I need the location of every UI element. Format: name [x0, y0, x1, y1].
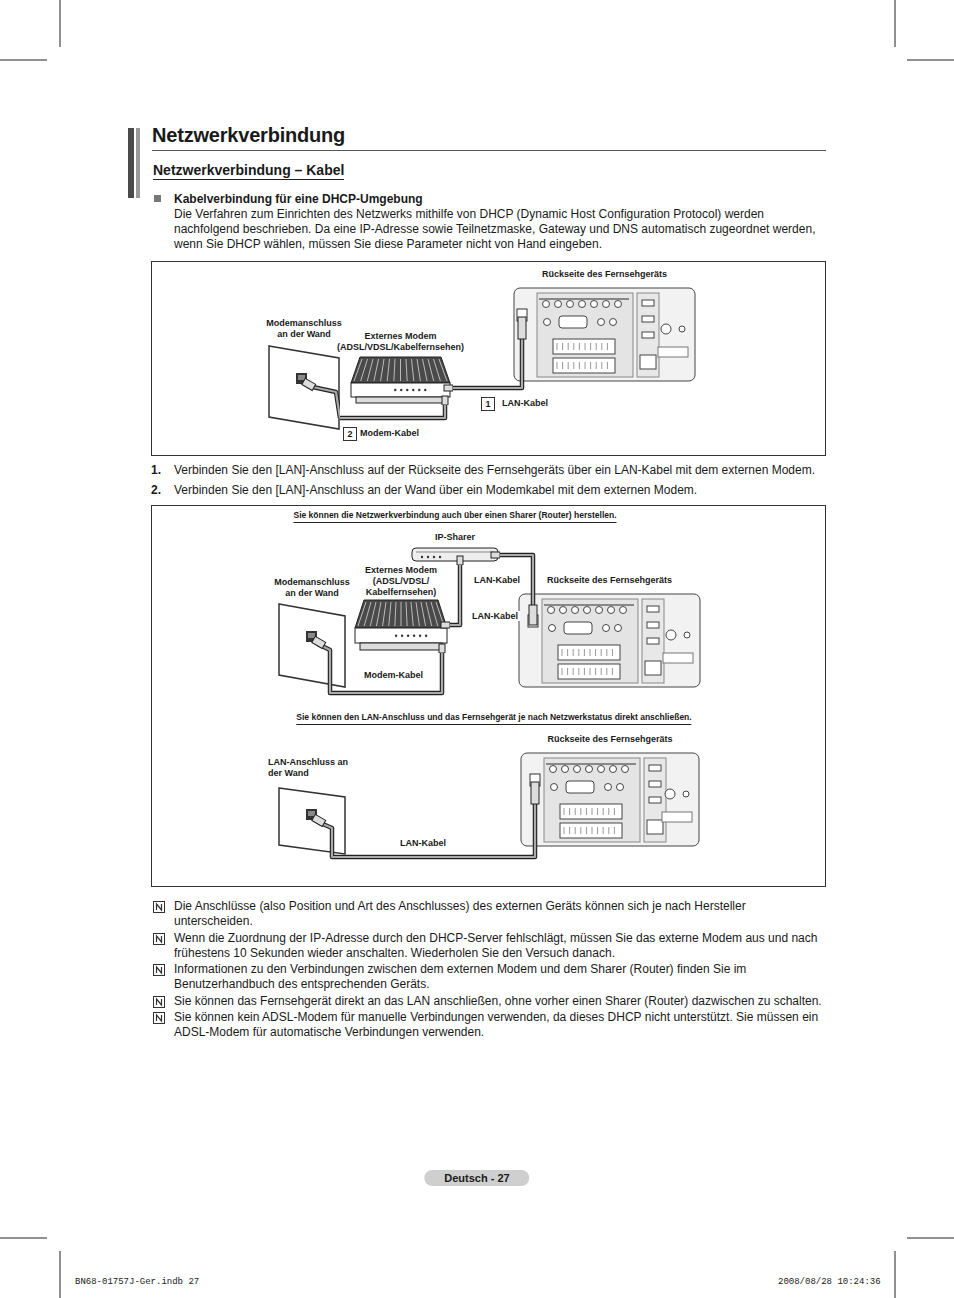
cable-label: LAN-Kabel: [398, 838, 448, 848]
side-bar: [128, 128, 134, 198]
note-icon: [153, 964, 165, 976]
external-modem: Externes Modem (ADSL/VDSL/ Kabelfernsehe…: [352, 598, 450, 653]
cable-label: Modem-Kabel: [362, 670, 425, 680]
wall-socket-drawing: [278, 603, 346, 688]
note-row: Wenn die Zuordnung der IP-Adresse durch …: [153, 931, 825, 961]
device-label: Externes Modem (ADSL/VDSL/ Kabelfernsehe…: [358, 565, 444, 598]
tv-rear-panel: Rückseite des Fernsehgeräts: [518, 593, 701, 688]
cable-connector: [330, 653, 442, 693]
cable-connector: [340, 405, 445, 418]
diagram-frame: [152, 262, 826, 456]
note-text: Sie können das Fernsehgerät direkt an da…: [174, 994, 824, 1009]
body-text: Die Verfahren zum Einrichten des Netzwer…: [174, 207, 824, 252]
cable-label: LAN-Kabel: [470, 611, 520, 621]
note-icon: [153, 933, 165, 945]
note-row: Sie können das Fernsehgerät direkt an da…: [153, 994, 825, 1009]
device-label: Modemanschluss an der Wand: [263, 318, 345, 340]
subsection-heading: Kabelverbindung für eine DHCP-Umgebung: [174, 192, 423, 207]
step-text: Verbinden Sie den [LAN]-Anschluss auf de…: [174, 463, 824, 478]
device-label: Modemanschluss an der Wand: [271, 577, 353, 599]
cable-connector: [453, 382, 522, 388]
note-text: Informationen zu den Verbindungen zwisch…: [174, 962, 824, 992]
note-row: Die Anschlüsse (also Position und Art de…: [153, 899, 825, 929]
tv-rear-panel: Rückseite des Fernsehgeräts: [513, 287, 696, 382]
step-number: 2.: [151, 483, 161, 498]
external-modem-drawing: [348, 355, 453, 405]
note-row: Informationen zu den Verbindungen zwisch…: [153, 962, 825, 992]
bullet-square: [154, 195, 161, 202]
note-text: Wenn die Zuordnung der IP-Adresse durch …: [174, 931, 824, 961]
wall-socket-drawing: [268, 345, 340, 430]
cable-connector: [500, 555, 533, 593]
note-text: Sie können kein ADSL-Modem für manuelle …: [174, 1010, 824, 1040]
device-label: IP-Sharer: [415, 532, 495, 543]
print-info: BN68-01757J-Ger.indb 27: [75, 1277, 199, 1287]
cable-label: LAN-Kabel: [500, 398, 550, 408]
callout-number: 2: [343, 427, 357, 441]
external-modem-drawing: [352, 598, 450, 653]
diagram-heading: Sie können den LAN-Anschluss und das Fer…: [296, 712, 691, 725]
device-label: LAN-Anschluss an der Wand: [268, 757, 363, 779]
wall-socket: Modemanschluss an der Wand: [278, 603, 346, 688]
device-label: Rückseite des Fernsehgeräts: [525, 734, 695, 745]
tv-rear-panel-drawing: [520, 752, 700, 847]
ip-sharer-drawing: [410, 545, 500, 565]
device-label: Externes Modem (ADSL/VDSL/Kabelfernsehen…: [316, 331, 486, 353]
diagram-heading: Sie können die Netzwerkverbindung auch ü…: [293, 510, 616, 523]
ip-sharer: IP-Sharer: [410, 545, 500, 565]
note-row: Sie können kein ADSL-Modem für manuelle …: [153, 1010, 825, 1040]
wall-socket: Modemanschluss an der Wand: [268, 345, 340, 430]
callout-number: 1: [481, 397, 495, 411]
wall-socket-drawing: [278, 787, 346, 855]
device-label: Rückseite des Fernsehgeräts: [520, 269, 690, 280]
notes-list: Die Anschlüsse (also Position und Art de…: [153, 899, 825, 1042]
note-icon: [153, 901, 165, 913]
external-modem: Externes Modem (ADSL/VDSL/Kabelfernsehen…: [348, 355, 453, 405]
cable-connector: [450, 565, 460, 625]
tv-rear-panel-drawing: [513, 287, 696, 382]
title-rule: [152, 150, 826, 151]
note-icon: [153, 1012, 165, 1024]
tv-rear-panel: Rückseite des Fernsehgeräts: [520, 752, 700, 847]
note-text: Die Anschlüsse (also Position und Art de…: [174, 899, 824, 929]
wall-socket: LAN-Anschluss an der Wand: [278, 787, 346, 855]
cable-label: LAN-Kabel: [472, 575, 522, 585]
cable-connector: [332, 847, 535, 857]
step-number: 1.: [151, 463, 161, 478]
side-bar: [136, 128, 140, 198]
print-info: 2008/08/28 10:24:36: [778, 1277, 881, 1287]
cable-label: Modem-Kabel: [358, 428, 421, 438]
diagram-frame: [152, 506, 826, 887]
note-icon: [153, 996, 165, 1008]
section-heading: Netzwerkverbindung – Kabel: [153, 162, 344, 180]
device-label: Rückseite des Fernsehgeräts: [525, 575, 695, 586]
tv-rear-panel-drawing: [518, 593, 701, 688]
page-title: Netzwerkverbindung: [152, 124, 345, 147]
page-number: Deutsch - 27: [424, 1170, 529, 1186]
step-text: Verbinden Sie den [LAN]-Anschluss an der…: [174, 483, 824, 498]
